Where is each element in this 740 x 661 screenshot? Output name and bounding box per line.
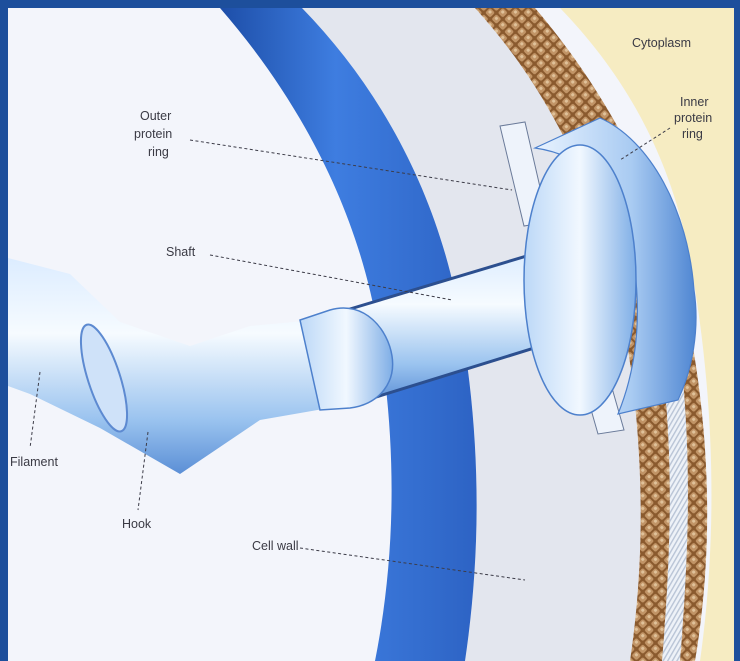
inner-protein-ring-face xyxy=(524,145,636,415)
label-inner-protein-ring-line3: ring xyxy=(682,127,703,141)
label-filament: Filament xyxy=(10,455,58,469)
label-shaft: Shaft xyxy=(166,245,196,259)
label-hook: Hook xyxy=(122,517,152,531)
label-inner-protein-ring-line2: protein xyxy=(674,111,712,125)
label-cytoplasm: Cytoplasm xyxy=(632,36,691,50)
label-outer-protein-ring-line1: Outer xyxy=(140,109,171,123)
label-outer-protein-ring-line2: protein xyxy=(134,127,172,141)
label-outer-protein-ring-line3: ring xyxy=(148,145,169,159)
label-inner-protein-ring-line1: Inner xyxy=(680,95,709,109)
label-cell-wall: Cell wall xyxy=(252,539,299,553)
